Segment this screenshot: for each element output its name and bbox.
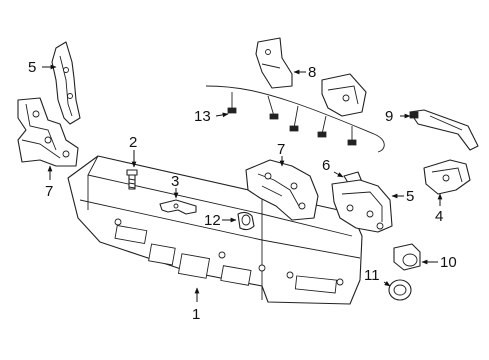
callout-1: 1 [192,306,200,323]
sensor-ring [388,279,412,301]
side-bracket [423,159,471,195]
callout-4: 4 [435,208,443,225]
bumper-face-bar [67,155,363,305]
callout-12: 12 [204,212,221,229]
center-bumper-bracket [245,159,319,221]
callout-6: 6 [322,157,330,174]
left-bumper-bracket [17,97,79,167]
callout-7-center: 7 [277,141,285,158]
upper-bracket [255,37,367,117]
callout-2: 2 [129,134,137,151]
callout-7-left: 7 [45,183,53,200]
callout-5-left: 5 [28,59,36,76]
grommet [237,211,255,231]
left-frame-bracket [51,41,81,125]
callout-8: 8 [308,64,316,81]
wiring-harness [205,85,385,153]
clip-bracket [159,199,197,215]
callout-5-right: 5 [406,188,414,205]
callout-13: 13 [194,108,211,125]
callout-11: 11 [364,267,380,284]
callout-leaders [42,64,443,302]
right-frame-bracket [331,179,393,233]
sensor-rod [409,109,479,151]
callout-3: 3 [171,173,179,190]
bolt [126,169,138,190]
parking-sensor [393,243,421,271]
callout-10: 10 [440,254,457,271]
callout-9: 9 [385,108,393,125]
